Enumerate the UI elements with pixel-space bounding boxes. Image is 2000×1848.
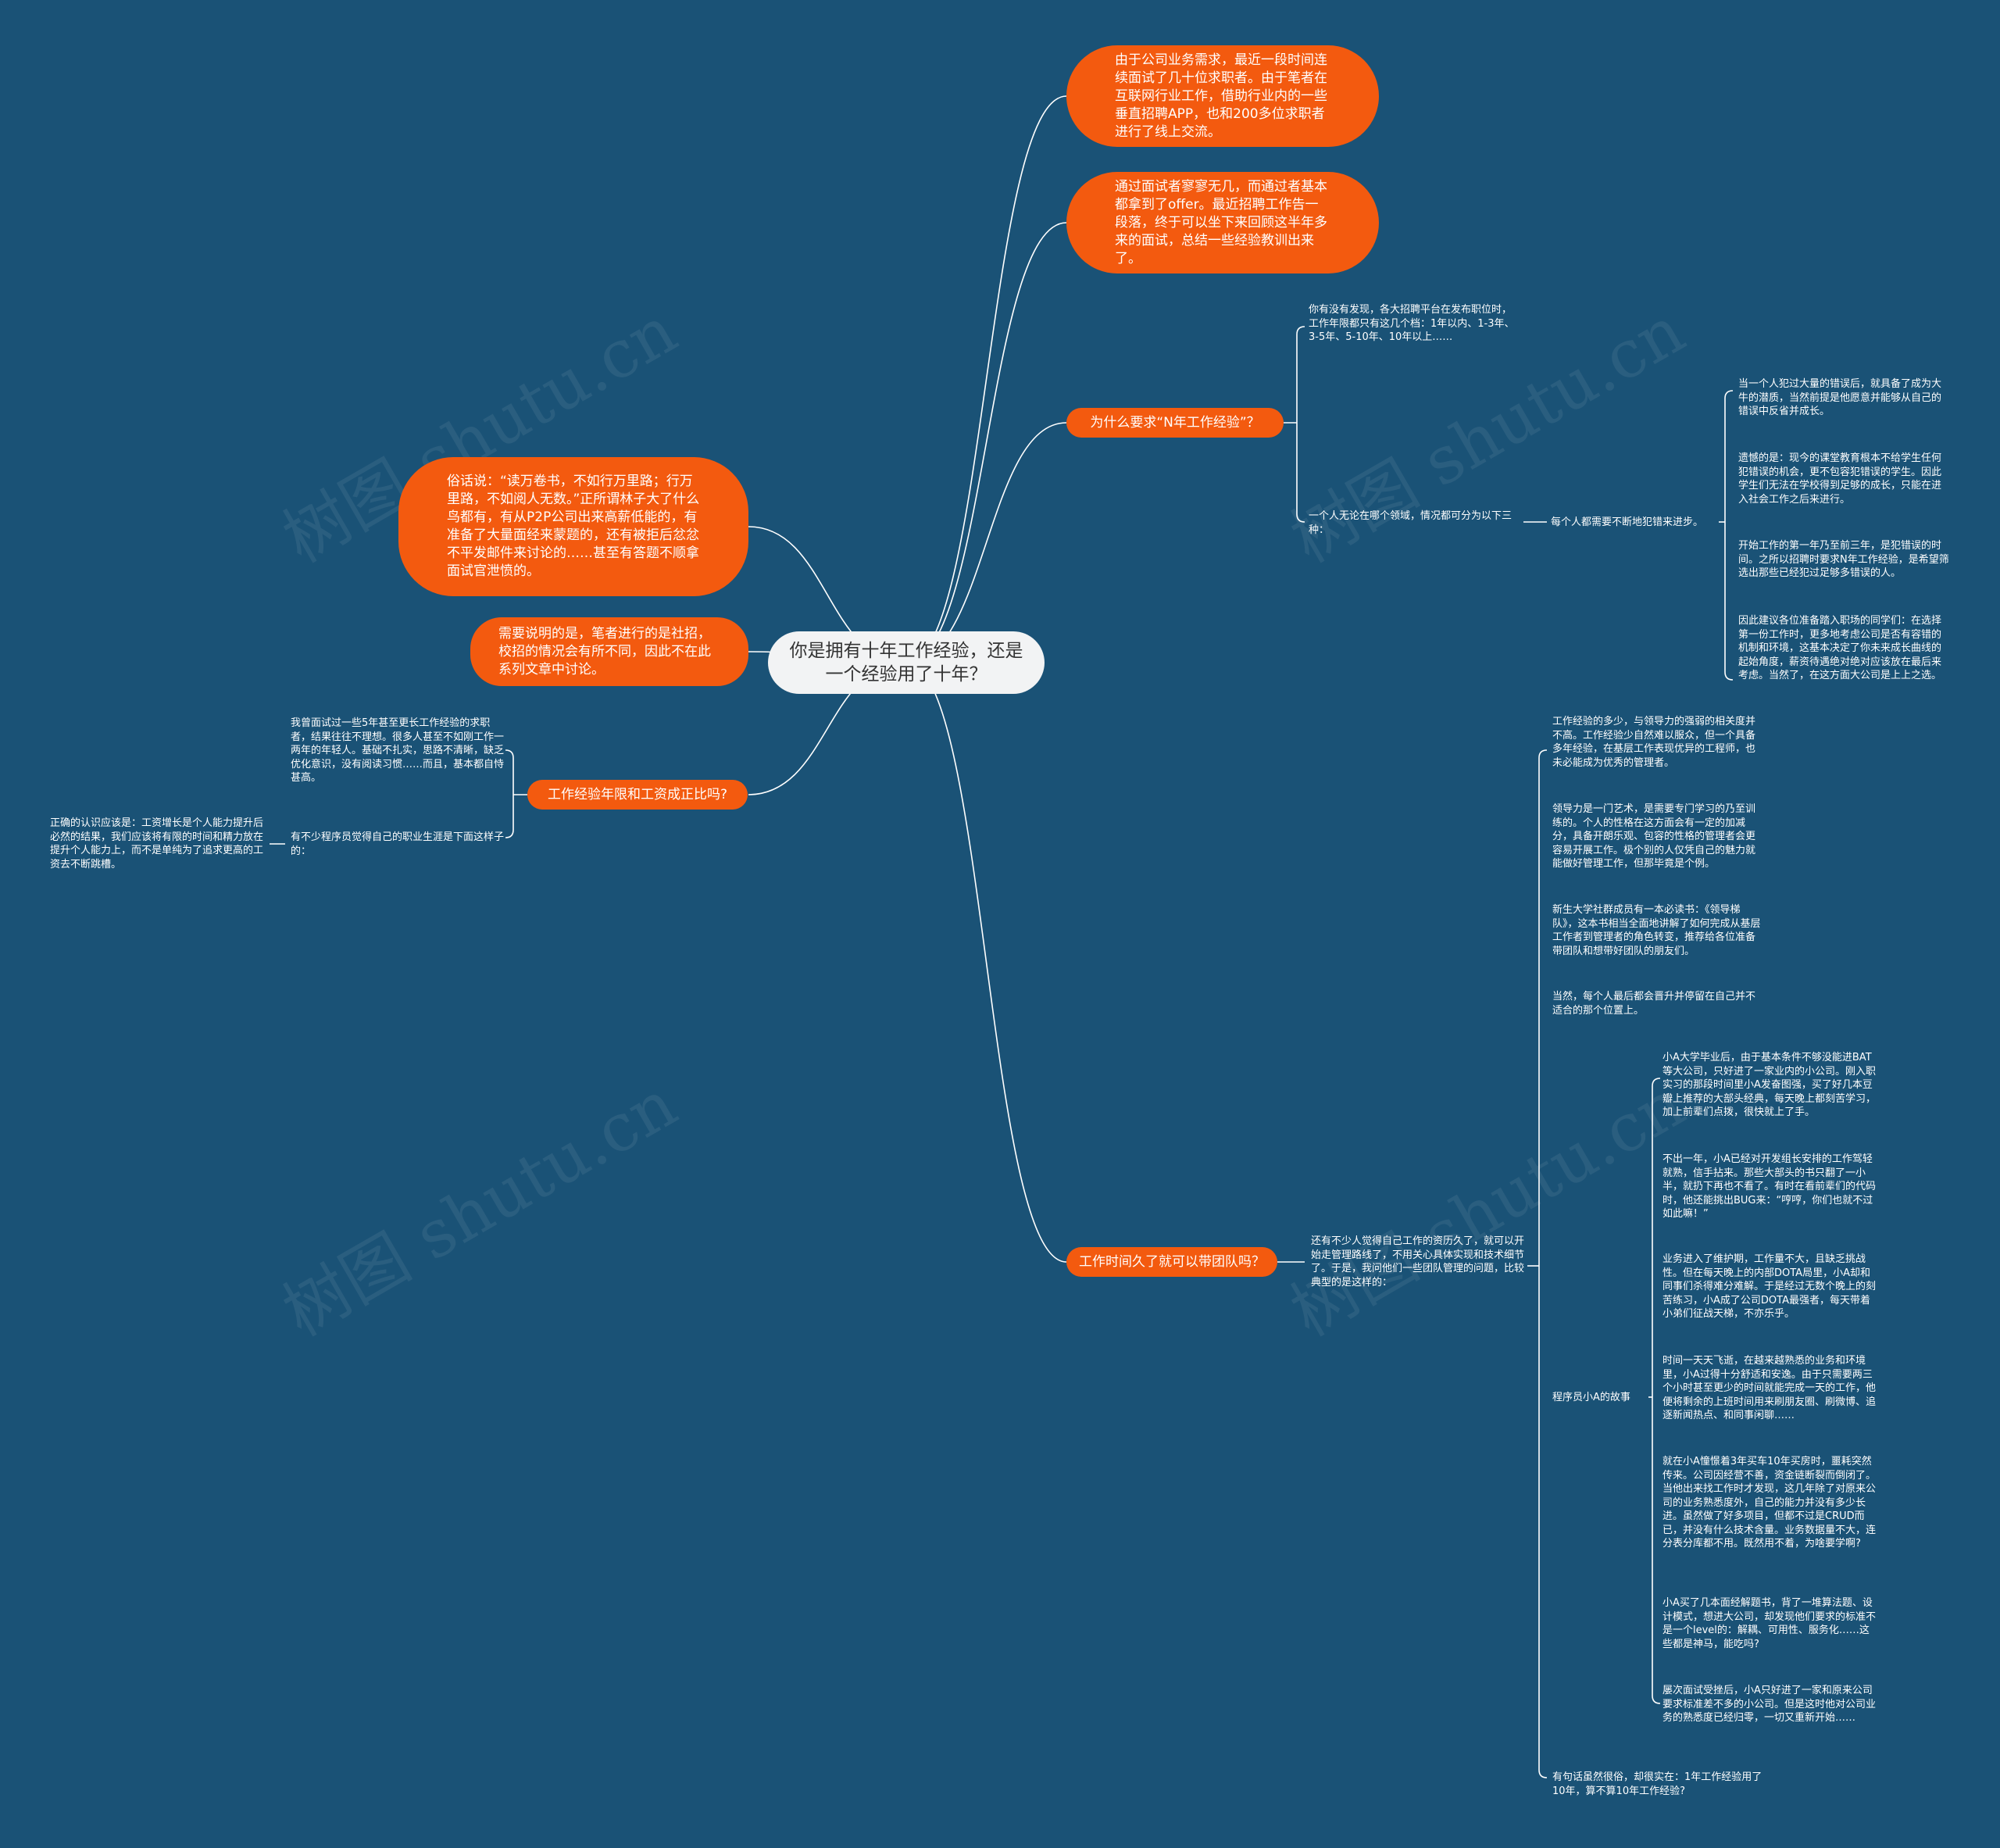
bracket — [505, 749, 514, 838]
story-leaf: 业务进入了维护期，工作量不大，且缺乏挑战性。但在每天晚上的内部DOTA局里，小A… — [1662, 1253, 1877, 1320]
bracket — [1296, 326, 1305, 523]
root-topic[interactable]: 你是拥有十年工作经验，还是一个经验用了十年？ — [768, 631, 1045, 694]
story-leaf: 小A大学毕业后，由于基本条件不够没能进BAT等大公司，只好进了一家业内的小公司。… — [1662, 1052, 1877, 1118]
connector — [905, 422, 1067, 663]
story-leaf: 时间一天天飞逝，在越来越熟悉的业务和环境里，小A过得十分舒适和安逸。由于只需要两… — [1662, 1355, 1877, 1421]
salary-leaf: 我曾面试过一些5年甚至更长工作经验的求职者，结果往往不理想。很多人甚至不如刚工作… — [291, 717, 505, 784]
story-leaf: 就在小A憧憬着3年买车10年买房时，噩耗突然传来。公司因经营不善，资金链断裂而倒… — [1662, 1456, 1877, 1550]
why-stages: 一个人无论在哪个领域，情况都可分为以下三种： — [1309, 510, 1512, 536]
why-leaf: 开始工作的第一年乃至前三年，是犯错误的时间。之所以招聘时要求N年工作经验，是希望… — [1738, 540, 1949, 579]
story-leaf: 不出一年，小A已经对开发组长安排的工作驾轻就熟，信手拈来。那些大部头的书只翻了一… — [1662, 1153, 1877, 1220]
branch-salary[interactable]: 工作经验年限和工资成正比吗? — [527, 780, 748, 810]
team-leaf: 新生大学社群成员有一本必读书：《领导梯队》，这本书相当全面地讲解了如何完成从基层… — [1552, 904, 1761, 957]
story-leaf: 屡次面试受挫后，小A只好进了一家和原来公司要求标准差不多的小公司。但是这时他对公… — [1662, 1685, 1877, 1724]
bracket — [1724, 390, 1734, 681]
story-leaf: 小A买了几本面经解题书，背了一堆算法题、设计模式，想进大公司，却发现他们要求的标… — [1662, 1597, 1877, 1650]
note-node[interactable]: 需要说明的是，笔者进行的是社招，校招的情况会有所不同，因此不在此系列文章中讨论。 — [470, 617, 748, 686]
team-leaf: 领导力是一门艺术，是需要专门学习的乃至训练的。个人的性格在这方面会有一定的加减分… — [1552, 803, 1756, 870]
why-leaf: 因此建议各位准备踏入职场的同学们：在选择第一份工作时，更多地考虑公司是否有容错的… — [1738, 615, 1942, 681]
why-leaf: 遗憾的是：现今的课堂教育根本不给学生任何犯错误的机会，更不包容犯错误的学生。因此… — [1738, 452, 1942, 506]
bracket — [1652, 1078, 1661, 1704]
why-leaf: 当一个人犯过大量的错误后，就具备了成为大牛的潜质，当然前提是他愿意并能够从自己的… — [1738, 378, 1942, 417]
proverb-node[interactable]: 俗话说：“读万卷书，不如行万里路；行万里路，不如阅人无数。”正所谓林子大了什么鸟… — [398, 457, 748, 596]
story-label: 程序员小A的故事 — [1552, 1392, 1630, 1403]
salary-leaf: 正确的认识应该是：工资增长是个人能力提升后必然的结果，我们应该将有限的时间和精力… — [50, 817, 264, 870]
intro-summary[interactable]: 通过面试者寥寥无几，而通过者基本都拿到了offer。最近招聘工作告一段落，终于可… — [1066, 172, 1379, 273]
team-leaf: 工作经验的多少，与领导力的强弱的相关度并不高。工作经验少自然难以服众，但一个具备… — [1552, 716, 1756, 769]
connector — [905, 222, 1067, 663]
branch-why-n-years[interactable]: 为什么要求“N年工作经验”？ — [1066, 408, 1284, 438]
why-platforms: 你有没有发现，各大招聘平台在发布职位时，工作年限都只有这几个档：1年以内、1-3… — [1309, 304, 1515, 343]
team-leaf: 当然，每个人最后都会晋升并停留在自己并不适合的那个位置上。 — [1552, 991, 1756, 1017]
team-closing: 有句话虽然很俗，却很实在：1年工作经验用了10年，算不算10年工作经验? — [1552, 1771, 1762, 1797]
bracket — [1538, 749, 1548, 1778]
branch-team-lead[interactable]: 工作时间久了就可以带团队吗？ — [1066, 1247, 1277, 1277]
why-mistakes: 每个人都需要不断地犯错来进步。 — [1551, 517, 1704, 528]
intro-interviews[interactable]: 由于公司业务需求，最近一段时间连续面试了几十位求职者。由于笔者在互联网行业工作，… — [1066, 45, 1379, 147]
team-intro: 还有不少人觉得自己工作的资历久了，就可以开始走管理路线了，不用关心具体实现和技术… — [1311, 1235, 1525, 1289]
salary-leaf: 有不少程序员觉得自己的职业生涯是下面这样子的： — [291, 831, 505, 857]
connector — [905, 662, 1067, 1263]
connector — [905, 95, 1067, 663]
